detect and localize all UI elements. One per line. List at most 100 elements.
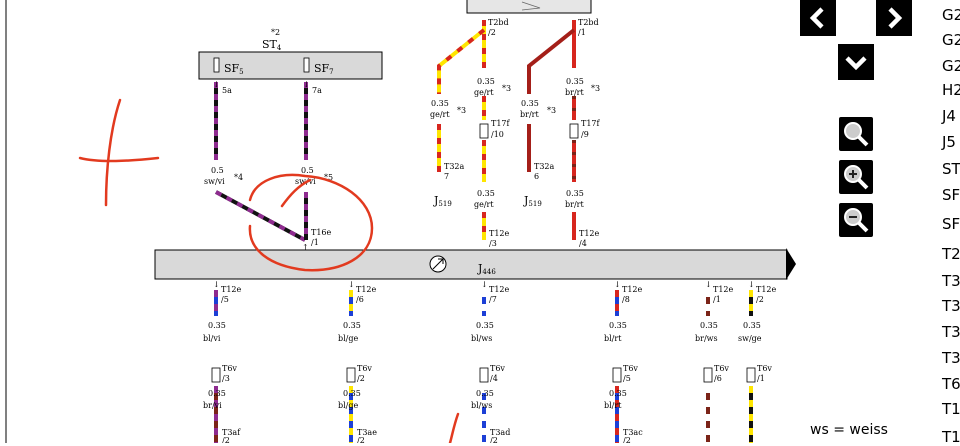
bottom-wire-1-arrow: ↓ xyxy=(213,280,220,289)
prev-page-button[interactable] xyxy=(800,0,836,36)
br-rt-main-gauge: 0.35 xyxy=(566,77,584,86)
bottom-wire-2-end-connector: T3ae xyxy=(357,428,377,437)
legend-item[interactable]: J4 xyxy=(942,107,956,125)
br-rt-lower-gauge: 0.35 xyxy=(566,189,584,198)
bottom-wire-4-gauge: 0.35 xyxy=(609,321,627,330)
bottom-wire-3-arrow: ↓ xyxy=(481,280,488,289)
bottom-wire-3-end-connector: T3ad xyxy=(490,428,510,437)
bottom-wire-3-t6v: T6v xyxy=(490,364,505,373)
t12e-3-connector: T12e xyxy=(489,229,510,238)
legend-item[interactable]: G2 xyxy=(942,57,960,75)
sf5-ref-mark: *4 xyxy=(234,173,243,182)
top-component-symbol xyxy=(521,1,541,11)
sf7-down-arrow: ↓ xyxy=(303,80,310,89)
bottom-wire-3-gauge2: 0.35 xyxy=(476,389,494,398)
next-page-button[interactable] xyxy=(876,0,912,36)
ge-rt-main-ref: *3 xyxy=(502,84,511,93)
legend-item[interactable]: T3 xyxy=(942,297,960,315)
bottom-wire-4-t6v-symbol xyxy=(612,367,622,383)
t2bd-2-pin: /2 xyxy=(488,28,496,37)
bottom-wire-6-gauge: 0.35 xyxy=(743,321,761,330)
t12e-4-pin: /4 xyxy=(579,239,587,248)
zoom-out-icon xyxy=(844,208,869,233)
t16e-arrow: ↑ xyxy=(302,243,309,252)
t12e-3-pin: /3 xyxy=(489,239,497,248)
ge-rt-lower-color: ge/rt xyxy=(474,200,494,209)
t16e-pin-label: /1 xyxy=(311,238,319,247)
legend-item[interactable]: T3 xyxy=(942,323,960,341)
sf5-color-code: sw/vi xyxy=(204,177,225,186)
relay-box-st4 xyxy=(198,51,383,80)
bottom-wire-1-gauge2: 0.35 xyxy=(208,389,226,398)
legend-item[interactable]: J5 xyxy=(942,133,956,151)
t32a-6-pin: 6 xyxy=(534,172,539,181)
red-annotation xyxy=(78,98,460,443)
bottom-wire-2-t6v: T6v xyxy=(357,364,372,373)
bottom-wire-2-t12e-pin: /6 xyxy=(356,295,364,304)
bottom-wire-5-color: br/ws xyxy=(695,334,718,343)
t32a-7-pin: 7 xyxy=(444,172,449,181)
ge-rt-branch-color: ge/rt xyxy=(430,110,450,119)
bottom-wire-5-t6v: T6v xyxy=(714,364,729,373)
wire-ge-rt-branch xyxy=(437,28,486,172)
legend-item[interactable]: SF xyxy=(942,186,960,204)
br-rt-branch-gauge: 0.35 xyxy=(521,99,539,108)
legend-item[interactable]: SF xyxy=(942,215,960,233)
j519-left-label: J519 xyxy=(433,194,452,208)
legend-item[interactable]: G2 xyxy=(942,6,960,24)
bottom-wire-5-gauge: 0.35 xyxy=(700,321,718,330)
bottom-wire-2-gauge: 0.35 xyxy=(343,321,361,330)
bottom-wire-4-t12e: T12e xyxy=(622,285,643,294)
module-symbol-arrow xyxy=(432,258,444,270)
br-rt-lower-color: br/rt xyxy=(565,200,584,209)
magnifier-icon xyxy=(844,122,869,147)
bottom-wire-3-t12e: T12e xyxy=(489,285,510,294)
bottom-wire-1-t6v: T6v xyxy=(222,364,237,373)
ge-rt-main-color: ge/rt xyxy=(474,88,494,97)
bottom-wire-3-t6v-pin: /4 xyxy=(490,374,498,383)
zoom-in-button[interactable] xyxy=(839,160,873,194)
bottom-wire-5-t6v-pin: /6 xyxy=(714,374,722,383)
bottom-wire-1-t12e: T12e xyxy=(221,285,242,294)
chevron-down-icon xyxy=(845,56,867,71)
chevron-right-icon xyxy=(888,7,903,29)
scroll-down-button[interactable] xyxy=(838,44,874,80)
br-rt-branch-color: br/rt xyxy=(520,110,539,119)
module-j446 xyxy=(154,249,788,280)
module-j446-label: J446 xyxy=(477,262,496,276)
legend-item[interactable]: T3 xyxy=(942,272,960,290)
wire-br-rt-branch xyxy=(527,28,576,172)
legend-item[interactable]: T3 xyxy=(942,349,960,367)
legend-item[interactable]: G2 xyxy=(942,31,960,49)
ge-rt-main-gauge: 0.35 xyxy=(477,77,495,86)
relay-box-name: ST4 xyxy=(262,38,282,52)
t2bd-2-connector: T2bd xyxy=(488,18,509,27)
bottom-wire-4-t12e-pin: /8 xyxy=(622,295,630,304)
bottom-wire-4-color: bl/rt xyxy=(604,334,622,343)
bottom-wire-1-color2: br/vi xyxy=(203,401,222,410)
legend-item[interactable]: H2 xyxy=(942,81,960,99)
legend-item[interactable]: T1 xyxy=(942,428,960,446)
sf7-ref-mark: *5 xyxy=(324,173,333,182)
bottom-wire-5-arrow: ↓ xyxy=(705,280,712,289)
legend-item[interactable]: T6 xyxy=(942,375,960,393)
zoom-in-icon xyxy=(844,165,869,190)
wire-sf5 xyxy=(214,82,306,242)
sf5-down-arrow: ↓ xyxy=(213,80,220,89)
bottom-wire-1-end-pin: /2 xyxy=(222,436,230,443)
legend-item[interactable]: T2 xyxy=(942,245,960,263)
sf7-pin-label: 7a xyxy=(312,86,322,95)
fuse-sf7-symbol xyxy=(303,57,310,73)
t32a-7-connector: T32a xyxy=(444,162,465,171)
legend-item[interactable]: T1 xyxy=(942,400,960,418)
t17f-10-symbol xyxy=(479,123,489,139)
bottom-wire-6-t6v-pin: /1 xyxy=(757,374,765,383)
zoom-out-button[interactable] xyxy=(839,203,873,237)
zoom-button[interactable] xyxy=(839,117,873,151)
next-section-arrow[interactable] xyxy=(786,248,796,280)
bottom-wire-6-color: sw/ge xyxy=(738,334,762,343)
bottom-wire-3-t6v-symbol xyxy=(479,367,489,383)
bottom-wire-2-t6v-symbol xyxy=(346,367,356,383)
legend-item[interactable]: ST xyxy=(942,160,960,178)
